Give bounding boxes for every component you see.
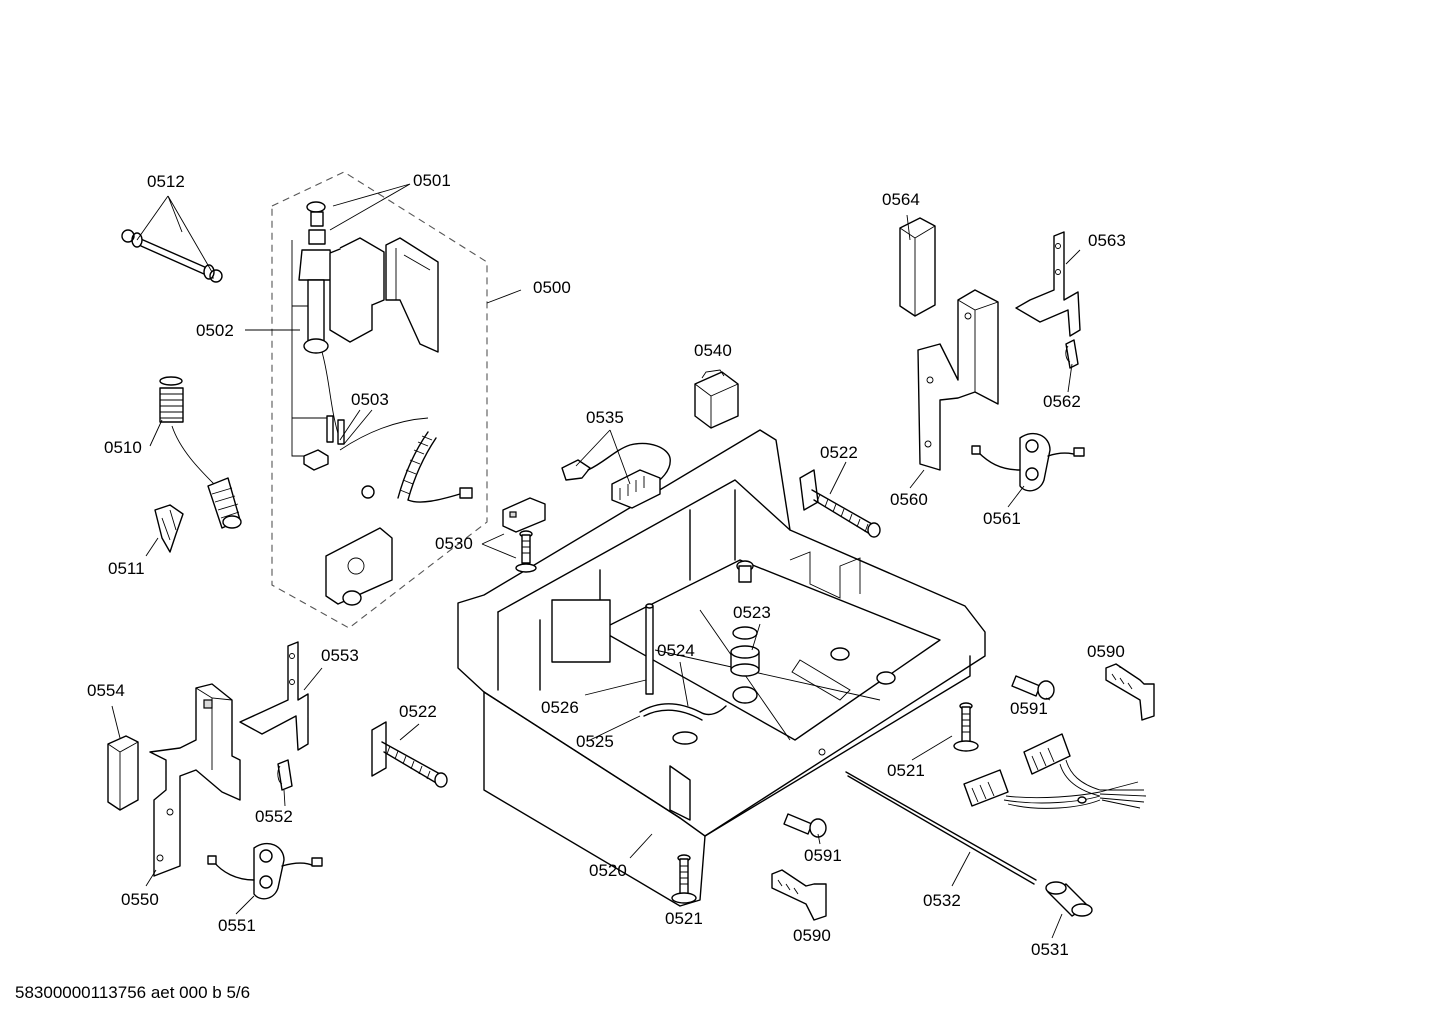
label-0561: 0561 xyxy=(983,509,1021,528)
part-0560-hinge-bracket xyxy=(917,289,999,471)
document-reference: 58300000113756 aet 000 b 5/6 xyxy=(15,983,250,1002)
label-0523: 0523 xyxy=(733,603,771,622)
part-0522-spring-upper xyxy=(799,469,881,538)
label-0531: 0531 xyxy=(1031,940,1069,959)
label-0532: 0532 xyxy=(923,891,961,910)
part-wiring-harness xyxy=(963,733,1147,809)
part-0521-foot-a xyxy=(953,702,979,752)
label-0553: 0553 xyxy=(321,646,359,665)
part-0562-clip xyxy=(1065,339,1079,369)
part-0501-0502-valve xyxy=(298,201,439,471)
part-0522-spring-lower xyxy=(371,721,448,788)
label-0510: 0510 xyxy=(104,438,142,457)
label-0530: 0530 xyxy=(435,534,473,553)
label-0591-right: 0591 xyxy=(1010,699,1048,718)
part-0591-bolt-b xyxy=(783,813,827,838)
label-0512: 0512 xyxy=(147,172,185,191)
label-0552: 0552 xyxy=(255,807,293,826)
label-0522-lower: 0522 xyxy=(399,702,437,721)
part-0523-seal xyxy=(730,626,760,677)
assembly-0500-outline xyxy=(271,171,488,629)
part-0551-hinge-cam xyxy=(207,842,323,900)
part-0590-rail-a xyxy=(1105,663,1155,721)
part-0531-knob xyxy=(1045,881,1093,917)
label-0525: 0525 xyxy=(576,732,614,751)
label-0520: 0520 xyxy=(589,861,627,880)
label-0501: 0501 xyxy=(413,171,451,190)
label-0521-right: 0521 xyxy=(887,761,925,780)
label-0550: 0550 xyxy=(121,890,159,909)
label-0526: 0526 xyxy=(541,698,579,717)
part-0591-bolt-a xyxy=(1011,675,1055,700)
part-0530-switch xyxy=(502,497,546,573)
label-0563: 0563 xyxy=(1088,231,1126,250)
label-0554: 0554 xyxy=(87,681,125,700)
part-0563-bracket xyxy=(1015,231,1081,337)
part-0553-bracket xyxy=(239,641,309,751)
label-0562: 0562 xyxy=(1043,392,1081,411)
label-0500: 0500 xyxy=(533,278,571,297)
label-0590-bottom: 0590 xyxy=(793,926,831,945)
part-0521-foot-b xyxy=(671,854,697,904)
label-0522-upper: 0522 xyxy=(820,443,858,462)
part-0511-bracket xyxy=(154,504,184,553)
part-0520-base-tub xyxy=(457,429,986,907)
label-0521-bottom: 0521 xyxy=(665,909,703,928)
part-0554-cover xyxy=(107,735,139,811)
part-0564-cover xyxy=(899,217,936,317)
part-0550-hinge-bracket xyxy=(149,683,241,877)
leader-lines xyxy=(111,183,1121,939)
label-0503: 0503 xyxy=(351,390,389,409)
label-0540: 0540 xyxy=(694,341,732,360)
part-0524-0526-pin xyxy=(639,603,727,721)
label-0564: 0564 xyxy=(882,190,920,209)
label-0511: 0511 xyxy=(108,559,145,578)
label-0502: 0502 xyxy=(196,321,234,340)
part-0510-spring-hose xyxy=(159,376,242,529)
part-0503-coil-hose xyxy=(325,417,473,606)
label-0590-right: 0590 xyxy=(1087,642,1125,661)
part-0552-clip xyxy=(277,759,293,791)
label-0551: 0551 xyxy=(218,916,256,935)
part-labels: 0512 0501 0500 0502 0503 0510 0511 0530 … xyxy=(87,171,1126,959)
part-0540-sensor xyxy=(694,369,739,429)
label-0591-bottom: 0591 xyxy=(804,846,842,865)
label-0535: 0535 xyxy=(586,408,624,427)
part-0590-rail-b xyxy=(771,869,827,921)
part-0535-cable xyxy=(561,442,671,509)
label-0524: 0524 xyxy=(657,641,695,660)
part-0561-hinge-cam xyxy=(971,432,1085,492)
part-0532-rod xyxy=(845,771,1037,885)
part-0512-hose xyxy=(121,229,223,283)
label-0560: 0560 xyxy=(890,490,928,509)
